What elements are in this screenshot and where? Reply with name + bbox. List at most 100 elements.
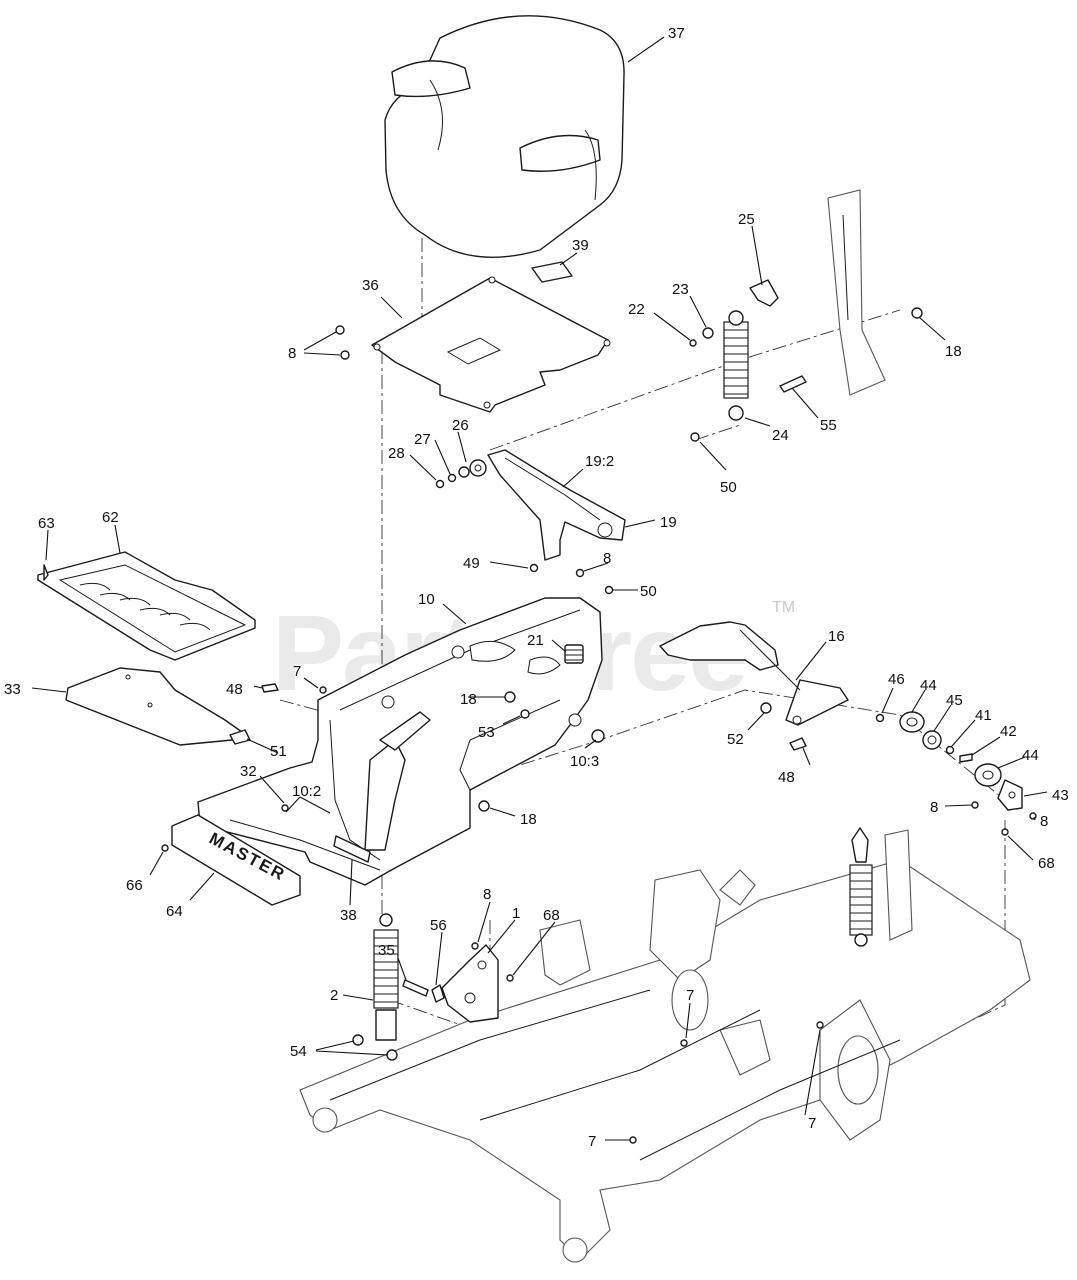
nut-part-8e[interactable] [471, 942, 479, 950]
washer-part-53[interactable] [520, 709, 530, 719]
callout-24[interactable]: 24 [772, 427, 789, 444]
lever-part-16[interactable] [659, 621, 849, 726]
bumper-part-21[interactable] [564, 644, 584, 664]
callout-23[interactable]: 23 [672, 281, 689, 298]
callout-7-chassis-bottom[interactable]: 7 [588, 1133, 596, 1150]
callout-42[interactable]: 42 [1000, 723, 1017, 740]
callout-64[interactable]: 64 [166, 903, 183, 920]
callout-44-upper[interactable]: 44 [920, 677, 937, 694]
callout-50-frame[interactable]: 50 [640, 583, 657, 600]
callout-36[interactable]: 36 [362, 277, 379, 294]
bolt-part-48b[interactable] [789, 737, 807, 751]
callout-8-bracket[interactable]: 8 [483, 886, 491, 903]
callout-28[interactable]: 28 [388, 445, 405, 462]
callout-16[interactable]: 16 [828, 628, 845, 645]
callout-7-chassis-right[interactable]: 7 [808, 1115, 816, 1132]
callout-8-seat-plate[interactable]: 8 [288, 345, 296, 362]
callout-62[interactable]: 62 [102, 509, 119, 526]
nut-part-68b[interactable] [506, 974, 514, 982]
callout-25[interactable]: 25 [738, 211, 755, 228]
washer-part-23[interactable] [702, 327, 714, 339]
callout-21[interactable]: 21 [527, 632, 544, 649]
floor-mat-part-62[interactable] [37, 551, 256, 661]
main-frame-part-10[interactable] [197, 597, 603, 886]
bolt-part-49[interactable] [529, 563, 539, 573]
callout-52[interactable]: 52 [727, 731, 744, 748]
bushing-part-54[interactable] [352, 1034, 398, 1061]
callout-44-lower[interactable]: 44 [1022, 747, 1039, 764]
nut-part-8d[interactable] [1029, 812, 1037, 820]
screw-part-68a[interactable] [1001, 828, 1009, 836]
shock-absorber-upper[interactable] [723, 279, 779, 421]
callout-53[interactable]: 53 [478, 724, 495, 741]
callout-10-3[interactable]: 10:3 [570, 753, 599, 770]
callout-55[interactable]: 55 [820, 417, 837, 434]
screw-part-66[interactable] [161, 844, 169, 852]
nut-part-18c[interactable] [478, 800, 490, 812]
callout-7-frame[interactable]: 7 [293, 663, 301, 680]
callout-54[interactable]: 54 [290, 1043, 307, 1060]
callout-43[interactable]: 43 [1052, 787, 1069, 804]
callout-1[interactable]: 1 [512, 905, 520, 922]
callout-10-2[interactable]: 10:2 [292, 783, 321, 800]
callout-19-2[interactable]: 19:2 [585, 453, 614, 470]
callout-68-right[interactable]: 68 [1038, 855, 1055, 872]
nut-part-28[interactable] [435, 479, 445, 489]
floor-pan-part-33[interactable] [65, 667, 243, 746]
callout-32[interactable]: 32 [240, 763, 257, 780]
callout-35[interactable]: 35 [378, 942, 395, 959]
callout-27[interactable]: 27 [414, 431, 431, 448]
nut-part-50b[interactable] [604, 585, 614, 595]
bolt-part-55[interactable] [779, 375, 807, 393]
callout-50-upper[interactable]: 50 [720, 479, 737, 496]
flange-part-44a[interactable] [899, 711, 925, 733]
callout-2[interactable]: 2 [330, 987, 338, 1004]
flange-part-44b[interactable] [974, 763, 1002, 787]
arm-part-19[interactable] [469, 449, 626, 561]
callout-22[interactable]: 22 [628, 301, 645, 318]
washer-part-41[interactable] [945, 745, 955, 755]
clip-part-63[interactable] [43, 564, 49, 581]
callout-63[interactable]: 63 [38, 515, 55, 532]
bearing-part-45[interactable] [922, 730, 942, 750]
callout-39[interactable]: 39 [572, 237, 589, 254]
bolt-part-48a[interactable] [261, 683, 279, 693]
callout-48-left[interactable]: 48 [226, 681, 243, 698]
callout-66[interactable]: 66 [126, 877, 143, 894]
bolt-part-7d[interactable] [629, 1136, 637, 1144]
callout-68-left[interactable]: 68 [543, 907, 560, 924]
bracket-part-43[interactable] [997, 779, 1023, 811]
shock-part-2[interactable] [373, 913, 399, 1041]
pin-part-56[interactable] [431, 984, 445, 1003]
bushing-part-46[interactable] [875, 713, 885, 723]
callout-38[interactable]: 38 [340, 907, 357, 924]
label-part-38[interactable] [333, 835, 371, 863]
nut-part-8a[interactable] [335, 325, 350, 360]
bracket-part-1[interactable] [441, 944, 499, 1023]
callout-46[interactable]: 46 [888, 671, 905, 688]
nut-part-8b[interactable] [575, 568, 585, 578]
bushing-part-52[interactable] [760, 702, 772, 714]
bolt-part-7c[interactable] [816, 1021, 824, 1029]
callout-41[interactable]: 41 [975, 707, 992, 724]
callout-7-chassis-mid[interactable]: 7 [686, 987, 694, 1004]
callout-18-upper[interactable]: 18 [945, 343, 962, 360]
callout-49[interactable]: 49 [463, 555, 480, 572]
nut-part-18b[interactable] [504, 691, 516, 703]
callout-8-pivot-right[interactable]: 8 [1040, 813, 1048, 830]
washer-part-22[interactable] [689, 339, 697, 347]
nut-part-8c[interactable] [971, 801, 979, 809]
bolt-part-7a[interactable] [319, 686, 327, 694]
bolt-part-42[interactable] [959, 753, 973, 763]
washer-part-32[interactable] [281, 804, 289, 812]
seat-plate-part-36[interactable] [371, 276, 611, 413]
callout-37[interactable]: 37 [668, 25, 685, 42]
callout-33[interactable]: 33 [4, 681, 21, 698]
callout-45[interactable]: 45 [946, 692, 963, 709]
seat-part-37[interactable] [384, 15, 625, 258]
bolt-part-7b[interactable] [680, 1039, 688, 1047]
nut-part-50a[interactable] [690, 432, 700, 442]
callout-26[interactable]: 26 [452, 417, 469, 434]
callout-48-right[interactable]: 48 [778, 769, 795, 786]
bushing-part-26[interactable] [458, 466, 470, 478]
